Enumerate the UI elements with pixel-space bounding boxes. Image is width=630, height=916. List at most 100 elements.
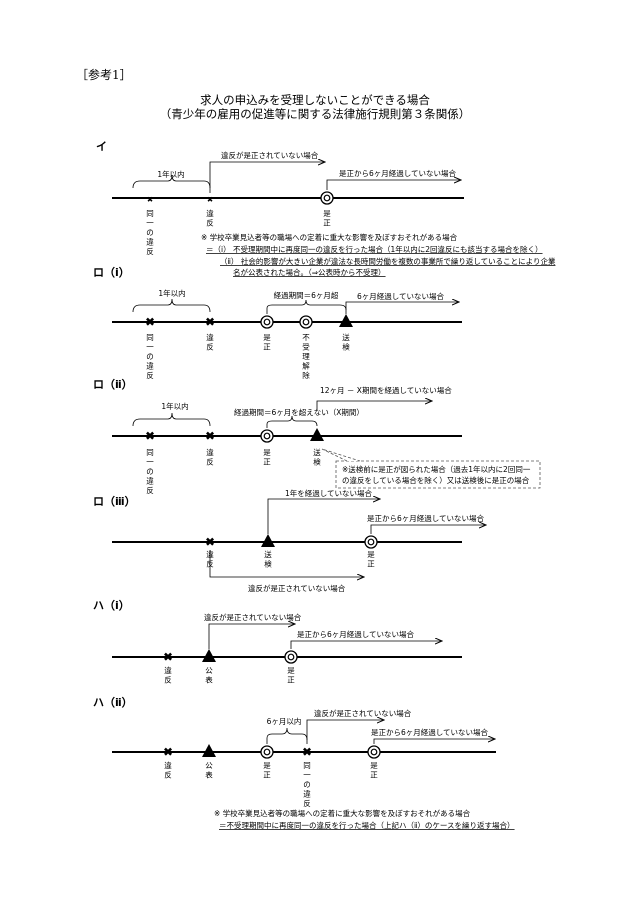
violation-label: 違反 <box>206 208 214 228</box>
section-i: イ 1年以内 違反が是正されていない場合 是正から6ヶ月経過していない場合 ✖ … <box>96 140 556 277</box>
correction-label: 是正 <box>263 333 271 352</box>
within-1year-label: 1年以内 <box>161 401 188 411</box>
referral-triangle-icon <box>339 314 353 327</box>
violation-cross-icon: ✖ <box>205 429 215 443</box>
not-corrected-label: 違反が是正されていない場合 <box>221 150 319 160</box>
publication-triangle-icon <box>202 649 216 662</box>
referral-triangle-icon <box>261 534 275 547</box>
page-title: 求人の申込みを受理しないことができる場合 <box>200 93 430 107</box>
not-corrected-label: 違反が是正されていない場合 <box>314 708 412 718</box>
within-6months-bracket <box>266 727 308 744</box>
elapsed-period-bracket <box>266 415 318 428</box>
not-corrected-arrow <box>209 550 364 577</box>
correction-double-circle-icon <box>320 191 334 205</box>
section-ro-2-label: ロ（ⅱ） <box>93 378 133 391</box>
not-corrected-label: 違反が是正されていない場合 <box>204 612 302 622</box>
section-ha-1: ハ（ⅰ） 違反が是正されていない場合 是正から6ヶ月経過していない場合 ✖ 違反… <box>93 599 462 685</box>
within-1year-label: 1年以内 <box>158 288 185 298</box>
callout-line-2: の違反をしている場合を除く）又は送検後に是正の場合 <box>342 475 530 485</box>
correction-label: 是正 <box>370 761 378 780</box>
violation-cross-icon: ✖ <box>163 650 173 664</box>
same-violation-label: 同一の違反 <box>146 209 154 256</box>
one-year-arrow <box>267 499 380 534</box>
violation-cross-icon: ✖ <box>207 195 213 204</box>
six-months-arrow <box>373 739 495 744</box>
six-months-label: 是正から6ヶ月経過していない場合 <box>367 513 485 523</box>
correction-double-circle-icon <box>367 745 381 759</box>
violation-label: 違反 <box>206 447 214 467</box>
not-corrected-arrow <box>208 624 295 649</box>
publication-triangle-icon <box>202 744 216 757</box>
referral-label: 送検 <box>313 447 321 467</box>
twelve-minus-x-label: 12ヶ月 － X期間を経過していない場合 <box>320 385 452 395</box>
section-ha-2: ハ（ⅱ） 6ヶ月以内 違反が是正されていない場合 是正から6ヶ月経過していない場… <box>93 696 515 830</box>
within-1year-bracket <box>132 412 211 427</box>
reference-label: ［参考1］ <box>76 67 132 82</box>
six-months-arrow <box>345 302 459 314</box>
note-line-4: 名が公表された場合。（⇒公表時から不受理） <box>233 267 386 277</box>
elapsed-period-bracket <box>266 299 347 314</box>
violation-cross-icon: ✖ <box>205 535 215 549</box>
section-i-label: イ <box>96 140 107 153</box>
within-6months-label: 6ヶ月以内 <box>267 716 302 726</box>
correction-label: 是正 <box>287 666 295 685</box>
within-1year-bracket <box>132 174 211 189</box>
correction-label: 是正 <box>367 550 375 569</box>
section-ro-3: ロ（ⅲ） 1年を経過していない場合 是正から6ヶ月経過していない場合 違反が是正… <box>93 488 486 593</box>
note-line-2: ＝（ⅰ） 不受理期間中に再度同一の違反を行った場合（1年以内に2回違反にも該当す… <box>206 244 543 254</box>
section-ro-2: ロ（ⅱ） 1年以内 12ヶ月 － X期間を経過していない場合 経過期間＝6ヶ月を… <box>93 378 541 495</box>
violation-cross-icon: ✖ <box>302 745 312 759</box>
six-months-arrow <box>370 525 486 534</box>
six-months-arrow <box>326 180 461 190</box>
section-ro-1: ロ（ⅰ） 1年以内 経過期間＝6ヶ月超 6ヶ月経過していない場合 ✖ ✖ 同一の… <box>93 266 462 380</box>
section-ha-2-label: ハ（ⅱ） <box>93 696 133 709</box>
not-corrected-label: 違反が是正されていない場合 <box>248 583 346 593</box>
violation-cross-icon: ✖ <box>145 315 155 329</box>
publication-label: 公表 <box>205 666 213 685</box>
violation-label: 違反 <box>206 549 214 569</box>
page-subtitle: （青少年の雇用の促進等に関する法律施行規則第３条関係） <box>160 107 471 121</box>
callout-box <box>335 460 541 489</box>
correction-double-circle-icon <box>260 745 274 759</box>
release-label: 不受理解除 <box>302 333 310 380</box>
correction-double-circle-icon <box>284 650 298 664</box>
violation-cross-icon: ✖ <box>147 195 153 204</box>
elapsed-label: 経過期間＝6ヶ月を超えない（X期間） <box>234 407 364 417</box>
correction-double-circle-icon <box>364 535 378 549</box>
section-ro-3-label: ロ（ⅲ） <box>93 495 136 508</box>
correction-double-circle-icon <box>260 429 274 443</box>
violation-label: 違反 <box>164 665 172 685</box>
not-corrected-arrow <box>306 720 384 744</box>
callout-line-1: ※送検前に是正が図られた場合（過去1年以内に2回同一 <box>342 464 531 474</box>
correction-label: 是正 <box>323 209 331 228</box>
referral-label: 送検 <box>264 549 272 569</box>
elapsed-label: 経過期間＝6ヶ月超 <box>274 290 339 300</box>
twelve-minus-x-arrow <box>316 401 432 410</box>
section-ha-1-label: ハ（ⅰ） <box>93 599 130 612</box>
section-ro-1-label: ロ（ⅰ） <box>93 266 130 279</box>
publication-label: 公表 <box>205 761 213 780</box>
violation-label: 違反 <box>206 332 214 352</box>
referral-triangle-icon <box>310 428 324 441</box>
correction-double-circle-icon <box>260 315 274 329</box>
within-1year-label: 1年以内 <box>157 169 184 179</box>
footnote-line-2: ＝不受理期間中に再度同一の違反を行った場合（上記ハ（ⅱ）のケースを繰り返す場合） <box>219 820 515 830</box>
referral-label: 送検 <box>342 332 350 352</box>
six-months-label: 是正から6ヶ月経過していない場合 <box>371 727 489 737</box>
note-line-3: （ⅱ） 社会的影響が大きい企業が違法な長時間労働を複数の事業所で繰り返しているこ… <box>220 256 556 266</box>
within-1year-bracket <box>132 298 211 313</box>
one-year-label: 1年を経過していない場合 <box>285 488 373 498</box>
release-double-circle-icon <box>299 315 313 329</box>
violation-label: 違反 <box>164 760 172 780</box>
violation-cross-icon: ✖ <box>205 315 215 329</box>
six-months-label: 是正から6ヶ月経過していない場合 <box>339 168 457 178</box>
six-months-arrow <box>290 641 442 649</box>
same-violation-label: 同一の違反 <box>146 448 154 495</box>
violation-cross-icon: ✖ <box>145 429 155 443</box>
same-violation-label: 同一の違反 <box>303 761 311 808</box>
not-corrected-arrow <box>209 162 325 193</box>
footnote-line-1: ※ 学校卒業見込者等の職場への定着に重大な影響を及ぼすおそれがある場合 <box>214 808 471 818</box>
six-months-label: 是正から6ヶ月経過していない場合 <box>297 629 415 639</box>
